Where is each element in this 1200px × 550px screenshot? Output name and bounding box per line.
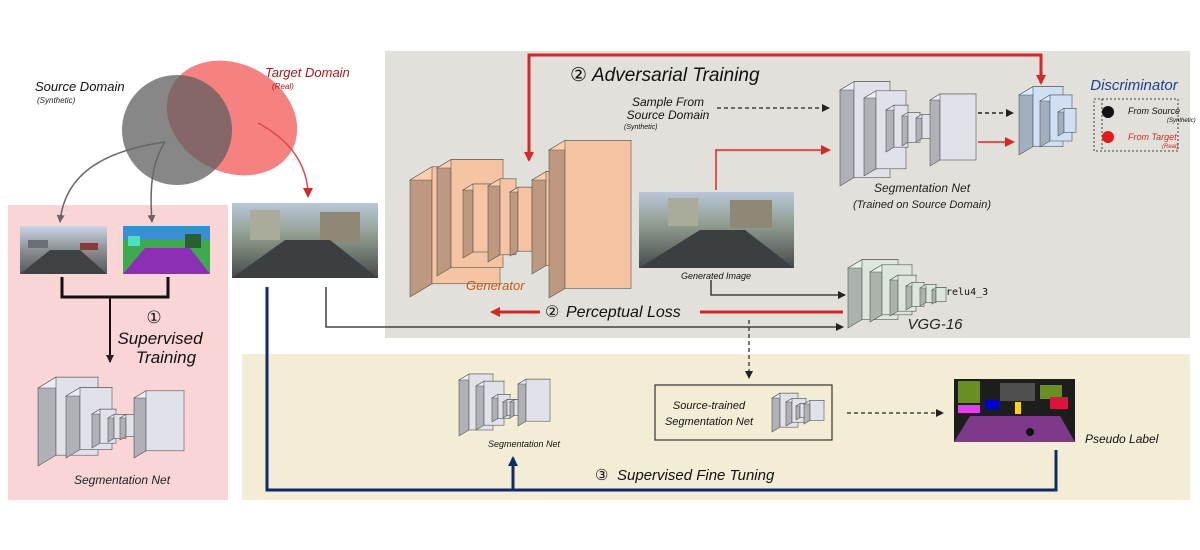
discriminator-network (1017, 86, 1078, 156)
segmentation-net-supervised (36, 376, 186, 467)
perceptual-title: Perceptual Loss (566, 304, 681, 321)
step1-title-line1: Supervised (117, 329, 203, 348)
vgg-layer-4 (904, 281, 926, 311)
step1-title-line2: Training (136, 348, 197, 367)
sample-from-line1: Sample From (632, 95, 704, 109)
generated-image (639, 192, 794, 268)
venn-to-real-image-arrow (257, 122, 313, 198)
vgg16-network (846, 259, 948, 329)
source-domain-title: Source Domain (35, 79, 125, 94)
generated-image-label: Generated Image (681, 271, 751, 281)
source-trained-line2: Segmentation Net (665, 416, 754, 428)
legend-target-dot (1102, 131, 1114, 143)
legend-source-label: From Source (1128, 106, 1180, 116)
source-domain-sub: (Synthetic) (37, 96, 76, 105)
seg-step1-layer-6 (132, 390, 186, 459)
discriminator-layer-3 (1056, 107, 1078, 137)
generated-to-vgg-arrow (710, 280, 846, 299)
relu-label: relu4_3 (946, 287, 988, 298)
vgg-layer-5 (918, 283, 938, 307)
generated-to-seg-red-arrow (715, 145, 831, 190)
synthetic-image (20, 226, 107, 274)
vgg-layer-6 (930, 287, 948, 305)
adversarial-number: ② (570, 65, 587, 86)
real-to-vgg-arrow (325, 287, 844, 331)
legend-source-sub: (Synthetic) (1167, 118, 1196, 124)
pseudo-label-image (954, 379, 1075, 442)
seg-step1-layer-5 (118, 413, 138, 441)
seg-adv-label: Segmentation Net (874, 181, 971, 195)
source-trained-line1: Source-trained (673, 400, 746, 412)
sample-from-line2: Source Domain (627, 108, 710, 122)
source-trained-seg-icon (770, 392, 826, 433)
segmentation-net-adversarial (838, 81, 978, 187)
seg-adv-layer-5 (914, 113, 934, 143)
sample-from-sub: (Synthetic) (624, 124, 657, 131)
perceptual-number: ② (545, 304, 559, 321)
generator-network (408, 139, 633, 299)
real-to-finetune-blue-line (265, 287, 1058, 492)
venn-to-synth-image-arrow (56, 141, 166, 223)
real-target-image (232, 203, 378, 278)
legend-target-sub: (Real) (1162, 144, 1178, 150)
source-domain-circle (122, 75, 232, 185)
discriminator-title: Discriminator (1090, 77, 1179, 94)
legend-source-dot (1102, 106, 1114, 118)
step3-number: ③ (595, 467, 608, 484)
generator-label: Generator (466, 278, 525, 293)
generator-layer-5 (508, 186, 534, 257)
vgg-label: VGG-16 (907, 316, 963, 333)
seg-adv-layer-6 (928, 93, 978, 167)
step1-number: ① (146, 308, 161, 327)
target-domain-sub: (Real) (272, 82, 294, 91)
venn-to-synth-label-arrow (147, 141, 166, 223)
step1-net-label: Segmentation Net (74, 473, 171, 487)
seg-fine-layer-6 (516, 378, 552, 427)
target-domain-title: Target Domain (265, 65, 350, 80)
segmentation-net-finetune (457, 373, 552, 437)
seg-fine-label: Segmentation Net (488, 439, 561, 449)
seg-adv-sub: (Trained on Source Domain) (853, 199, 991, 211)
pseudo-label-text: Pseudo Label (1085, 432, 1159, 446)
synthetic-label-map (123, 226, 210, 274)
step3-title: Supervised Fine Tuning (617, 467, 775, 484)
seg-small-layer-4 (802, 399, 826, 425)
legend-target-label: From Target (1128, 132, 1177, 142)
supervised-bracket (60, 277, 170, 299)
generator-layer-7 (547, 139, 633, 299)
adversarial-title: Adversarial Training (591, 65, 760, 86)
